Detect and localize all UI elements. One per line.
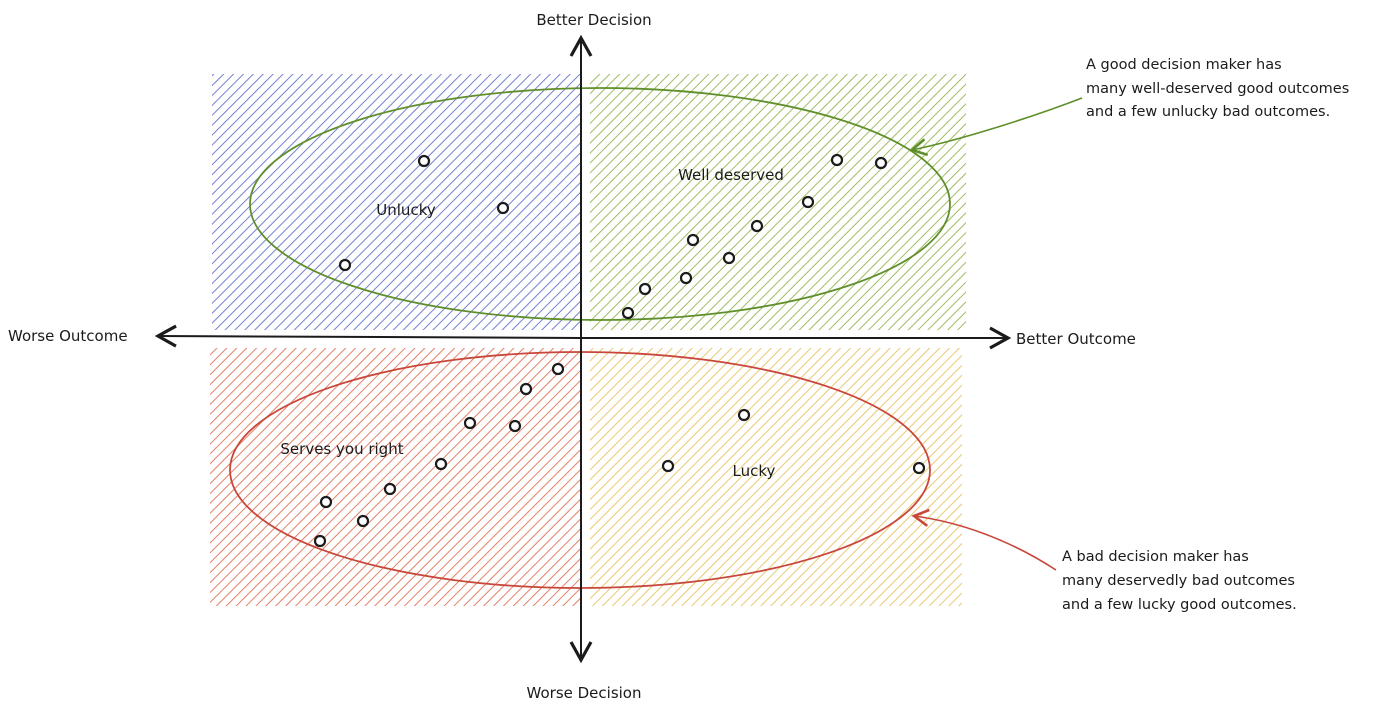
point	[661, 459, 675, 473]
point	[463, 416, 477, 430]
axis-label-bottom: Worse Decision	[527, 684, 642, 702]
good-decision-note: A good decision maker has many well-dese…	[1086, 57, 1349, 120]
good-note-line: and a few unlucky bad outcomes.	[1086, 104, 1330, 120]
point	[722, 251, 736, 265]
point	[621, 306, 635, 320]
point	[417, 154, 431, 168]
bad-note-arrow	[911, 508, 1057, 571]
point	[638, 282, 652, 296]
point	[338, 258, 352, 272]
quadrant-label-unlucky: Unlucky	[376, 201, 436, 219]
quadrant-label-well-deserved: Well deserved	[678, 166, 784, 184]
bad-note-line: A bad decision maker has	[1062, 549, 1249, 565]
point	[313, 534, 327, 548]
point	[750, 219, 764, 233]
quadrant-label-lucky: Lucky	[733, 462, 776, 480]
good-note-arrow	[909, 97, 1083, 157]
axis-label-top: Better Decision	[536, 11, 651, 29]
point	[830, 153, 844, 167]
point	[383, 482, 397, 496]
good-decision-ellipse	[249, 87, 951, 321]
quadrant-label-serves-you-right: Serves you right	[280, 440, 403, 458]
horizontal-axis-left	[154, 324, 582, 348]
quadrant-bottom-left	[210, 348, 580, 606]
point	[496, 201, 510, 215]
bad-note-line: many deservedly bad outcomes	[1062, 573, 1295, 589]
point	[319, 495, 333, 509]
point	[519, 382, 533, 396]
point	[434, 457, 448, 471]
point	[686, 233, 700, 247]
point	[912, 461, 926, 475]
point	[737, 408, 751, 422]
good-note-line: A good decision maker has	[1086, 57, 1282, 73]
point	[679, 271, 693, 285]
point	[356, 514, 370, 528]
quadrant-top-left	[212, 74, 580, 330]
bad-note-line: and a few lucky good outcomes.	[1062, 597, 1297, 613]
bad-decision-note: A bad decision maker has many deservedly…	[1062, 549, 1297, 613]
good-note-line: many well-deserved good outcomes	[1086, 81, 1349, 97]
axis-label-left: Worse Outcome	[8, 327, 128, 345]
axis-label-right: Better Outcome	[1016, 330, 1136, 348]
point	[801, 195, 815, 209]
point	[551, 362, 565, 376]
point	[508, 419, 522, 433]
point	[874, 156, 888, 170]
quadrant-top-right	[590, 74, 966, 330]
quadrant-bottom-right	[590, 348, 962, 606]
